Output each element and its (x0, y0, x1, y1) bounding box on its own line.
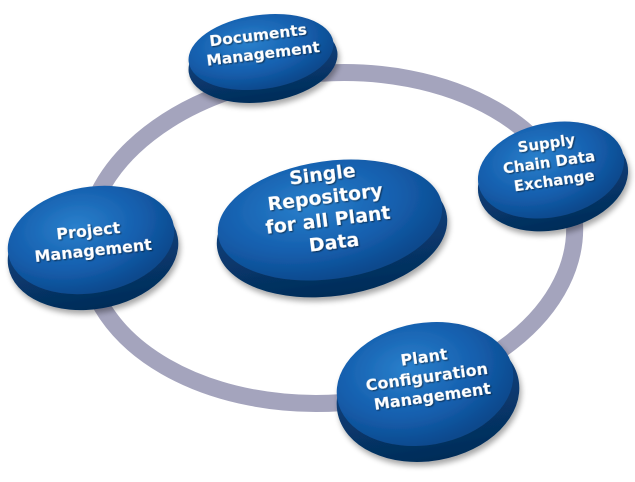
center-disc (216, 159, 448, 298)
node-project-management (7, 185, 179, 311)
node-plant-configuration-management (336, 321, 520, 462)
node-documents-management (188, 13, 338, 103)
node-supply-chain-data-exchange (477, 121, 629, 232)
